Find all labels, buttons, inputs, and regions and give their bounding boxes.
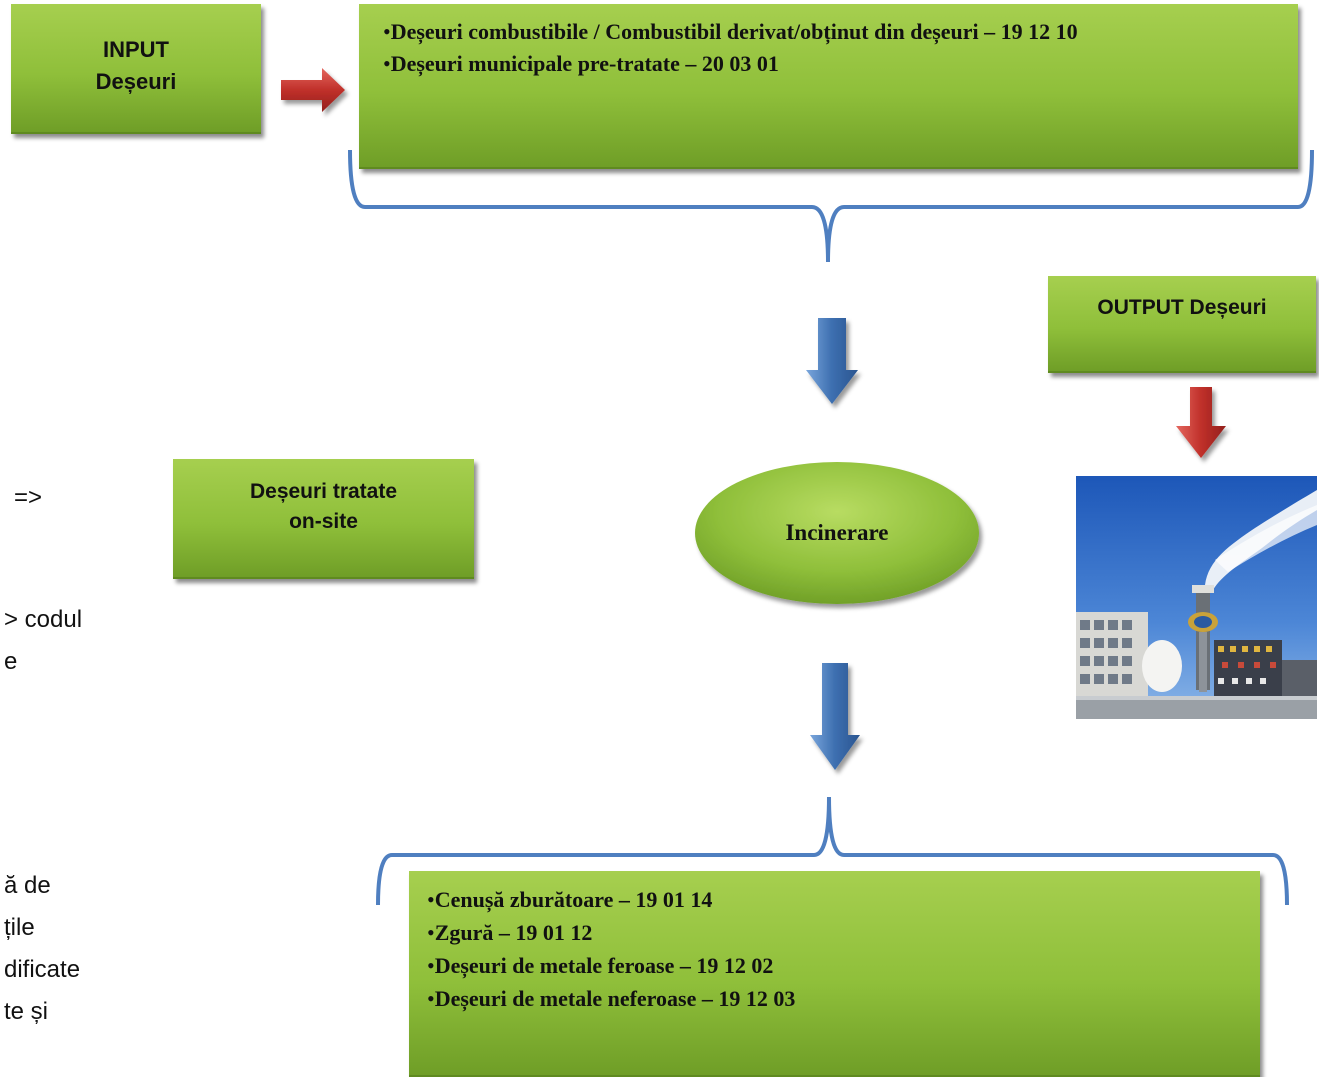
output-box-label: OUTPUT Deșeuri [1097, 296, 1267, 319]
input-waste-item: Deșeuri municipale pre-tratate – 20 03 0… [383, 48, 1272, 80]
output-waste-item: Cenușă zburătoare – 19 01 14 [427, 883, 1240, 916]
left-text-fragment: ă de [4, 872, 51, 899]
left-text-fragment: dificate [4, 956, 81, 983]
output-waste-item: Deșeuri de metale neferoase – 19 12 03 [427, 982, 1240, 1015]
output-waste-item: Zgură – 19 01 12 [427, 916, 1240, 949]
left-text-fragment: e [4, 648, 18, 675]
treated-box-subtitle: on-site [289, 510, 358, 533]
incineration-label: Incinerare [785, 520, 889, 545]
input-waste-list-box: Deșeuri combustibile / Combustibil deriv… [359, 4, 1298, 169]
blue-arrow-down-icon [810, 663, 860, 770]
output-box: OUTPUT Deșeuri [1048, 276, 1316, 373]
red-arrow-down-icon [1176, 387, 1226, 458]
red-arrow-right-icon [281, 68, 345, 112]
input-box-subtitle: Deșeuri [95, 69, 177, 94]
input-box: INPUT Deșeuri [11, 4, 261, 134]
output-waste-list-box: Cenușă zburătoare – 19 01 14 Zgură – 19 … [409, 871, 1260, 1077]
top-brace-icon [348, 149, 1314, 263]
input-waste-list: Deșeuri combustibile / Combustibil deriv… [383, 16, 1272, 80]
output-waste-item: Deșeuri de metale feroase – 19 12 02 [427, 949, 1240, 982]
left-text-fragment: > codul [4, 606, 83, 633]
bottom-brace-icon [376, 796, 1289, 906]
output-waste-list: Cenușă zburătoare – 19 01 14 Zgură – 19 … [427, 883, 1240, 1015]
incinerator-photo [1076, 476, 1317, 719]
treated-onsite-box: Deșeuri tratate on-site [173, 459, 474, 579]
input-waste-item: Deșeuri combustibile / Combustibil deriv… [383, 16, 1272, 48]
blue-arrow-down-icon [806, 318, 858, 404]
incineration-ellipse [695, 462, 979, 604]
input-box-title: INPUT [103, 37, 169, 62]
left-text-fragment: țile [4, 914, 35, 941]
treated-box-title: Deșeuri tratate [249, 480, 398, 503]
left-text-fragment: te și [4, 998, 49, 1025]
left-text-fragment: => [14, 484, 43, 511]
